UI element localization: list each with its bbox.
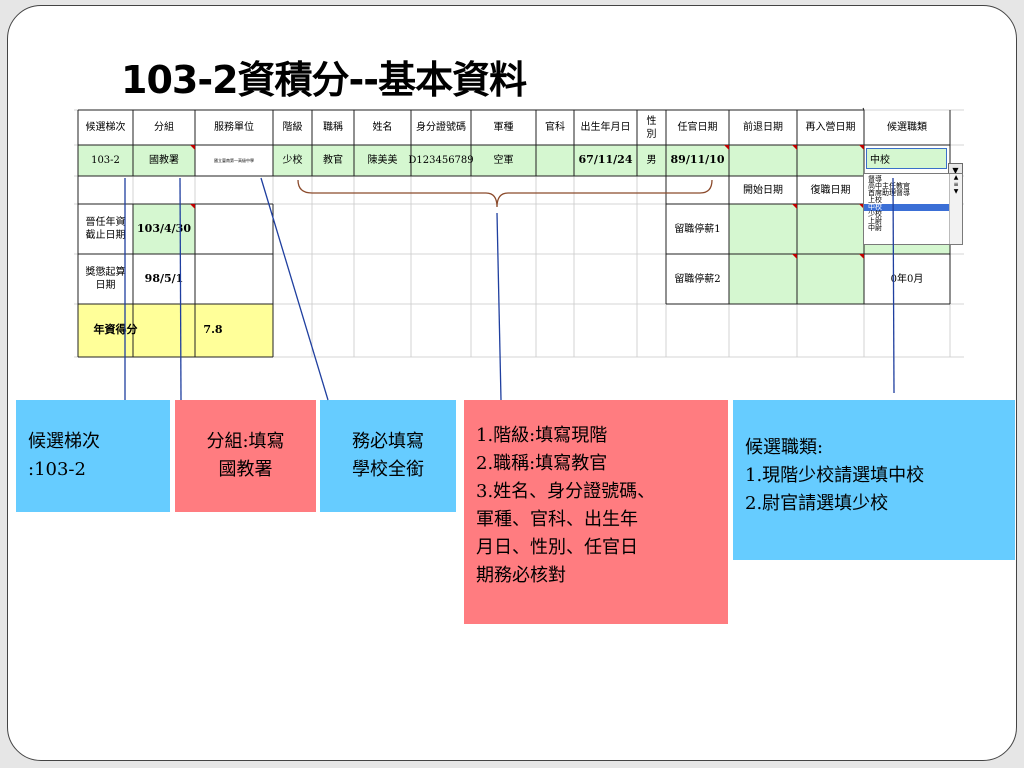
scroll-down-icon: ▼ (953, 188, 959, 195)
data-cell[interactable]: 空軍 (493, 155, 514, 166)
comment-indicator (792, 145, 797, 150)
leave-total[interactable]: 0年0月 (890, 273, 924, 285)
callout-unit: 務必填寫 學校全銜 (320, 400, 456, 512)
data-cell[interactable] (797, 145, 864, 176)
callout-category: 候選職類: 1.現階少校請選填中校 2.尉官請選填少校 (733, 400, 1015, 560)
header-cell[interactable]: 服務單位 (214, 122, 254, 133)
category-combobox[interactable]: 中校 (866, 148, 947, 169)
data-cell[interactable] (536, 145, 574, 176)
slide: 103-2資積分--基本資料 (7, 5, 1017, 761)
start-date-label[interactable]: 開始日期 (743, 184, 783, 196)
comment-indicator (859, 145, 864, 150)
data-cell[interactable]: 國立臺南第一高級中學 (214, 157, 254, 163)
header-cell[interactable]: 出生年月日 (580, 122, 631, 133)
header-cell[interactable]: 身分證號碼 (416, 122, 466, 133)
callout-batch: 候選梯次 :103-2 (16, 400, 170, 512)
header-cell[interactable]: 軍種 (493, 122, 514, 133)
header-cell[interactable]: 前退日期 (743, 122, 783, 133)
tenure-label[interactable]: 晉任年資 截止日期 (85, 217, 126, 241)
leave2-label[interactable]: 留職停薪2 (674, 273, 721, 285)
data-cell[interactable]: 67/11/24 (578, 153, 633, 167)
comment-indicator (859, 254, 864, 259)
score-value[interactable]: 7.8 (203, 323, 223, 337)
data-cell[interactable]: 89/11/10 (670, 153, 725, 167)
scroll-up-icon: ▲ (953, 174, 959, 181)
comment-indicator (792, 254, 797, 259)
comment-indicator (190, 204, 195, 209)
data-cell[interactable]: 國教署 (149, 155, 179, 166)
header-cell[interactable]: 分組 (154, 122, 174, 133)
dropdown-option[interactable]: 首席助理督導 (868, 189, 910, 197)
tenure-value[interactable]: 103/4/30 (137, 221, 191, 235)
score-label[interactable]: 年資得分 (93, 323, 138, 337)
scroll-thumb-icon: ≡ (953, 181, 959, 188)
data-cell[interactable]: 陳美美 (367, 155, 398, 166)
data-cell[interactable]: D123456789 (408, 155, 474, 166)
header-cell[interactable]: 職稱 (323, 122, 343, 133)
slide-title: 103-2資積分--基本資料 (121, 58, 527, 102)
callout-group: 分組:填寫 國教署 (175, 400, 316, 512)
dropdown-option[interactable]: 上尉 (868, 217, 882, 225)
data-cell[interactable]: 男 (646, 155, 657, 166)
header-cell[interactable]: 候選梯次 (85, 122, 126, 133)
dropdown-option[interactable]: 高中主任教官 (868, 182, 910, 190)
data-cell[interactable] (729, 145, 797, 176)
dropdown-scrollbar[interactable]: ▲≡▼ (949, 174, 962, 244)
data-cell[interactable]: 103-2 (91, 155, 120, 166)
header-cell[interactable]: 姓名 (372, 122, 393, 133)
callout-notes: 1.階級:填寫現階 2.職稱:填寫教官 3.姓名、身分證號碼、 軍種、官科、出生… (464, 400, 728, 624)
leave1-label[interactable]: 留職停薪1 (674, 223, 721, 235)
comment-indicator (190, 145, 195, 150)
combobox-value: 中校 (870, 155, 890, 166)
dropdown-option[interactable]: 上校 (868, 196, 882, 204)
chevron-down-icon: ▼ (952, 165, 959, 175)
return-date-label[interactable]: 復職日期 (810, 184, 851, 196)
comment-indicator (724, 145, 729, 150)
header-cell[interactable]: 官科 (545, 122, 565, 133)
comment-indicator (792, 204, 797, 209)
dropdown-option[interactable]: 督導 (868, 175, 882, 183)
dropdown-option[interactable]: 中尉 (868, 224, 882, 232)
reward-value[interactable]: 98/5/1 (144, 271, 184, 285)
header-cell[interactable]: 再入營日期 (805, 122, 856, 133)
dropdown-option[interactable]: 少校 (868, 210, 882, 218)
category-dropdown-list[interactable]: 督導高中主任教官首席助理督導上校中校少校上尉中尉 ▲≡▼ (863, 173, 963, 245)
reward-label[interactable]: 獎懲起算 日期 (85, 267, 126, 291)
header-cell[interactable]: 任官日期 (677, 122, 718, 133)
header-cell[interactable]: 候選職類 (887, 122, 927, 133)
dropdown-option[interactable]: 中校 (864, 204, 962, 211)
header-cell[interactable]: 性 別 (646, 115, 657, 140)
data-cell[interactable]: 教官 (323, 155, 343, 166)
header-cell[interactable]: 階級 (282, 122, 303, 133)
data-cell[interactable]: 少校 (282, 155, 303, 166)
comment-indicator (859, 204, 864, 209)
dropdown-options: 督導高中主任教官首席助理督導上校中校少校上尉中尉 (864, 174, 962, 232)
